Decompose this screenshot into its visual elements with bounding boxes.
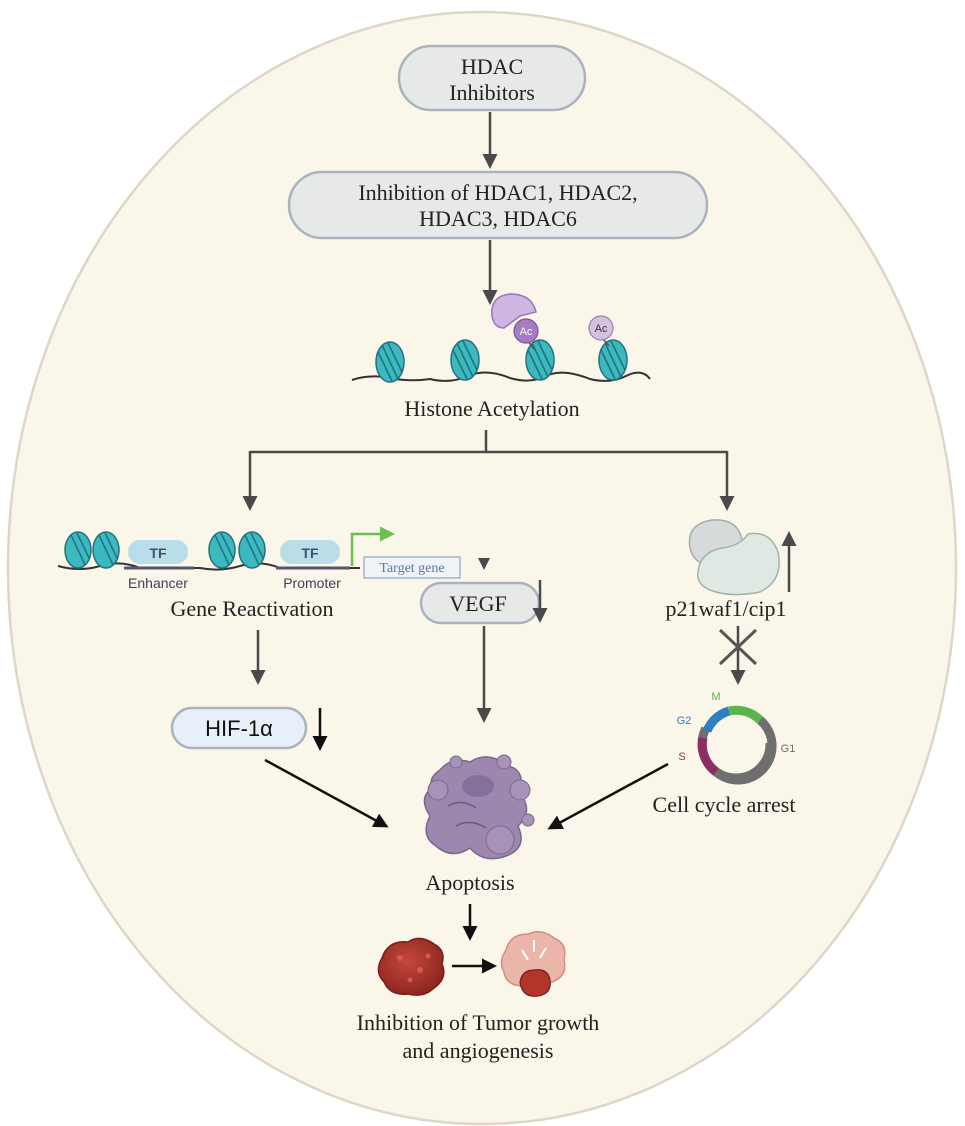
hif1a-node: HIF-1α: [170, 706, 308, 750]
hdac-inhibitors-line2: Inhibitors: [449, 80, 535, 105]
hdac-inhibitors-node: HDAC Inhibitors: [397, 44, 587, 112]
arrow-hif-to-apoptosis: [264, 758, 389, 828]
tf-label-1: TF: [149, 545, 167, 561]
vegf-node: VEGF: [419, 581, 541, 625]
inhibition-of-hdac-node: Inhibition of HDAC1, HDAC2, HDAC3, HDAC6: [287, 170, 709, 240]
arrow-cell-cycle-to-apoptosis: [547, 762, 669, 830]
chromatin-strand: Ac Ac: [351, 293, 651, 383]
inhibition-line1: Inhibition of HDAC1, HDAC2,: [358, 180, 637, 205]
hdac-inhibitors-line1: HDAC: [461, 54, 523, 79]
transcription-start-arrow: [350, 526, 395, 566]
ac-label-2: Ac: [595, 323, 608, 335]
promoter-label: Promoter: [283, 575, 341, 591]
enhancer-label: Enhancer: [128, 575, 188, 591]
inhibition-line2: HDAC3, HDAC6: [419, 206, 577, 231]
apoptosis-label: Apoptosis: [425, 870, 514, 895]
tf-promoter: TF: [280, 540, 340, 564]
nucleosome-4: [598, 339, 628, 381]
apoptotic-cell-illustration: [423, 754, 535, 860]
phase-m-label: M: [711, 691, 720, 703]
tf-enhancer: TF: [128, 540, 188, 564]
cell-cycle-diagram: M G2 S G1: [677, 691, 796, 785]
acetyl-group: Ac: [588, 315, 614, 347]
cell-cycle-arrest-label: Cell cycle arrest: [653, 792, 796, 817]
tumor-inhibition-line2: and angiogenesis: [403, 1038, 554, 1063]
nucleosome-2: [450, 339, 480, 381]
tf-label-2: TF: [301, 545, 319, 561]
target-gene-label: Target gene: [379, 561, 444, 576]
nucleosome-pair-left: [64, 531, 120, 569]
nucleosome-3: [525, 339, 555, 381]
phase-s-label: S: [678, 751, 685, 763]
target-gene-box: Target gene: [363, 556, 461, 579]
gene-reactivation-illustration: TF Enhancer TF Promoter Target gene: [57, 526, 461, 591]
acetyltransferase-enzyme: Ac: [491, 293, 539, 350]
branch-connectors: [242, 430, 735, 570]
tumor-inhibition-line1: Inhibition of Tumor growth: [357, 1010, 600, 1035]
phase-g2-label: G2: [677, 715, 692, 727]
p21-protein-illustration: [688, 519, 780, 596]
shrinking-tumor-illustration: [500, 931, 566, 997]
nucleosome-pair-right: [208, 531, 266, 569]
gene-reactivation-label: Gene Reactivation: [170, 596, 333, 621]
ac-label-1: Ac: [520, 326, 533, 338]
phase-g1-label: G1: [781, 743, 796, 755]
p21-label: p21waf1/cip1: [666, 596, 787, 621]
vegf-label: VEGF: [449, 591, 506, 616]
large-tumor-illustration: [377, 937, 445, 996]
histone-acetylation-label: Histone Acetylation: [404, 396, 579, 421]
block-cross-icon: [718, 628, 758, 666]
nucleosome-1: [375, 341, 405, 383]
background-oval: [6, 10, 958, 1126]
hif1a-label: HIF-1α: [205, 716, 273, 741]
